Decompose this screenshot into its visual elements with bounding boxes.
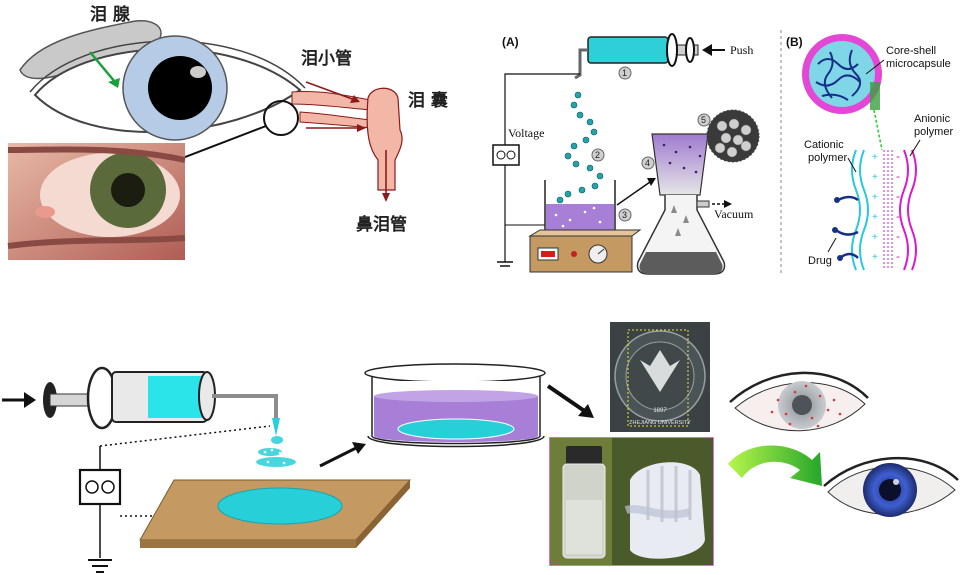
droplet-spiral [556, 91, 604, 204]
step-2: 2 [595, 150, 600, 160]
svg-text:-: - [896, 249, 900, 263]
step-4: 4 [645, 158, 650, 168]
syringe-top: 1 [574, 33, 725, 80]
logo-year: 1897 [653, 408, 667, 414]
svg-text:-: - [896, 169, 900, 183]
nasolacrimal-duct-label: 鼻泪管 [356, 214, 407, 235]
push-arrow [702, 44, 712, 56]
result-eyes [728, 371, 959, 517]
cationic-label: Cationic [804, 139, 844, 151]
push-label: Push [730, 43, 753, 57]
filter-flask [636, 133, 726, 275]
eye-anatomy-illustration: 泪 腺 泪小管 泪 囊 鼻泪管 [7, 4, 448, 260]
svg-text:+: + [872, 152, 878, 163]
svg-text:+: + [872, 212, 878, 223]
polymer-layers: + + + + + + - - - - - - [832, 149, 917, 271]
lacrimal-gland-label: 泪 腺 [90, 4, 131, 25]
panel-a-label: (A) [502, 35, 519, 49]
vacuum-label: Vacuum [714, 207, 754, 221]
petri-dish [364, 363, 550, 448]
panel-a-electrospray: (A) 1 Push 2 [492, 33, 760, 275]
lacrimal-sac-shape [366, 87, 403, 191]
drug-label: Drug [808, 255, 832, 267]
eye-photo-inset [7, 143, 186, 260]
bottom-syringe-setup [2, 366, 412, 573]
tear-flow-arrow [89, 51, 116, 83]
microcapsule-label: microcapsule [886, 58, 951, 70]
step-3: 3 [622, 210, 627, 220]
step-5: 5 [701, 115, 706, 125]
anionic-polymer-label: polymer [914, 126, 953, 138]
film-photo-logo: 1897 ZHEJIANG UNIVERSITY [610, 322, 710, 432]
stirrer-plate [528, 229, 642, 273]
step-1: 1 [622, 68, 627, 78]
voltage-label: Voltage [508, 126, 544, 140]
vial-and-glove-photo [549, 437, 714, 566]
svg-text:+: + [872, 252, 878, 263]
punctum-circle [263, 100, 299, 136]
lacrimal-sac-label: 泪 囊 [408, 90, 448, 111]
svg-text:+: + [872, 192, 878, 203]
panel-b-label: (B) [786, 35, 803, 49]
svg-text:+: + [872, 232, 878, 243]
panel-b-microcapsule: (B) Core-shell microcapsule + + + + + + [786, 34, 953, 271]
sem-microcapsule-inset [706, 109, 760, 163]
voltage-source [492, 144, 520, 166]
svg-text:-: - [896, 209, 900, 223]
svg-text:+: + [872, 172, 878, 183]
pupil [148, 56, 212, 120]
svg-text:-: - [896, 189, 900, 203]
logo-university: ZHEJIANG UNIVERSITY [629, 420, 691, 426]
curved-green-arrow [728, 445, 822, 486]
svg-text:-: - [896, 229, 900, 243]
canaliculus-duct [291, 91, 373, 111]
canaliculus-label: 泪小管 [301, 48, 352, 69]
anionic-label: Anionic [914, 113, 951, 125]
cationic-polymer-label: polymer [808, 152, 847, 164]
svg-text:-: - [896, 149, 900, 163]
capsule-core [809, 41, 875, 107]
core-shell-label: Core-shell [886, 45, 936, 57]
